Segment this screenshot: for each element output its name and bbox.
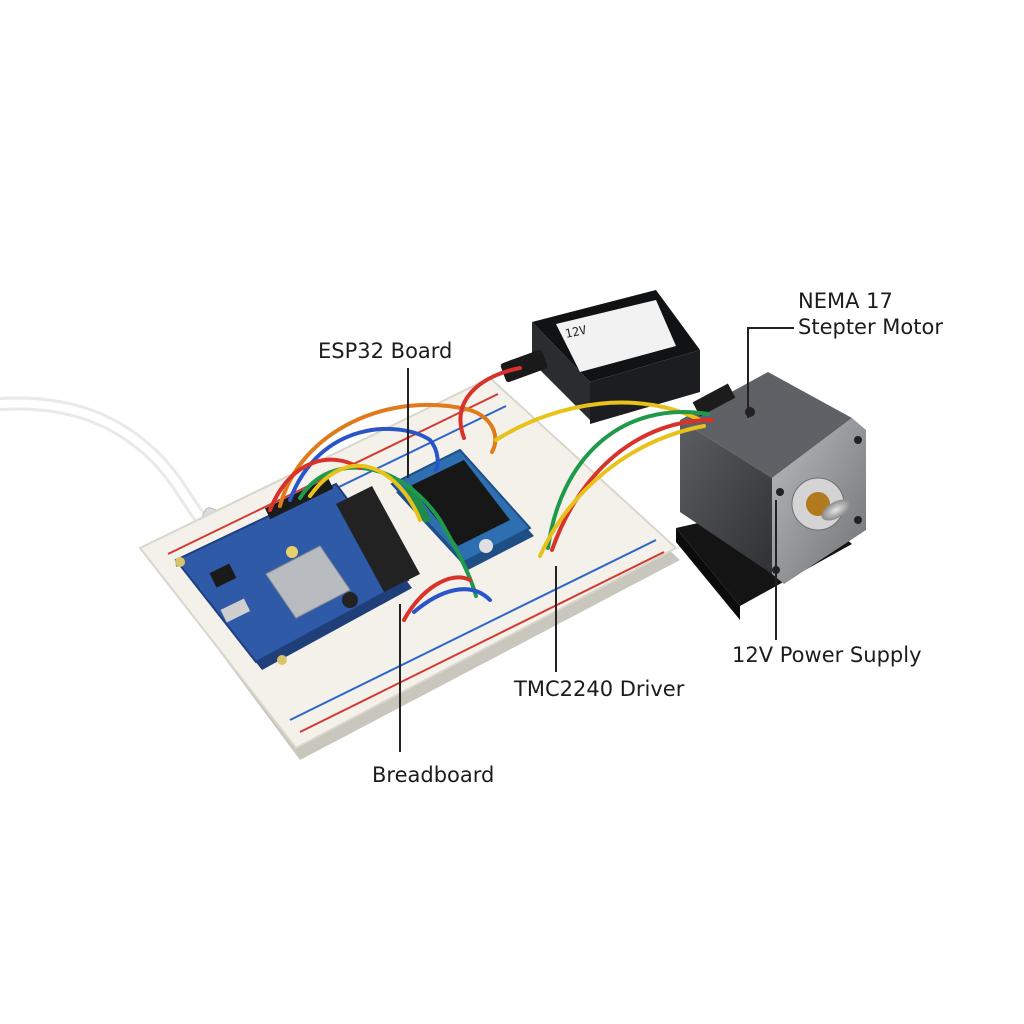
jumper-wire-yellow	[538, 424, 706, 558]
jumper-wire-green	[298, 465, 478, 598]
jumper-wire-red	[268, 457, 362, 512]
motor-shaft	[821, 499, 851, 521]
power-supply-label: 12V Power Supply	[732, 643, 922, 667]
jumper-wire-red	[550, 418, 714, 552]
tmc2240-driver	[390, 448, 534, 570]
jumper-wire-orange	[278, 402, 498, 508]
jumper-wire-blue	[288, 426, 440, 502]
jumper-wire-yellow	[308, 463, 422, 522]
esp32-board	[174, 477, 420, 670]
stepper-motor-label-line2: Stepter Motor	[798, 315, 943, 339]
psu-label-text: 12V	[564, 323, 588, 341]
jumper-wires	[268, 366, 714, 622]
driver-label: TMC2240 Driver	[514, 677, 685, 701]
esp32-board-label: ESP32 Board	[318, 339, 453, 363]
jumper-wire-red	[402, 575, 472, 622]
callout-lines	[399, 327, 794, 752]
breadboard-label: Breadboard	[372, 763, 495, 787]
jumper-wire-red	[458, 366, 522, 440]
motor-leader	[747, 327, 794, 418]
stepper-motor	[676, 372, 866, 620]
jumper-wire-blue	[412, 587, 492, 614]
power-supply: 12V	[500, 290, 700, 424]
stepper-motor-label: NEMA 17 Stepter Motor	[798, 288, 943, 340]
jumper-wire-green	[546, 410, 710, 550]
stepper-motor-label-line1: NEMA 17	[798, 289, 893, 313]
